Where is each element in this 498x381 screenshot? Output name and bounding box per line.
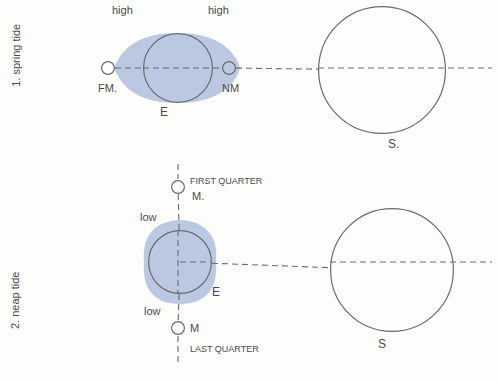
moon-circle-outline bbox=[101, 61, 115, 75]
moon-circle: NM bbox=[222, 61, 236, 75]
earth-circle-outline bbox=[143, 33, 213, 103]
tide-label: low bbox=[144, 305, 161, 318]
moon-circle-shape bbox=[223, 62, 236, 75]
alignment-line bbox=[236, 68, 318, 69]
moon-circle-outline bbox=[171, 321, 185, 335]
moon-circle-shape bbox=[172, 181, 185, 194]
axis-line bbox=[177, 164, 178, 179]
node-label: M. bbox=[192, 190, 204, 203]
section-title: 2. neap tide bbox=[10, 271, 23, 329]
alignment-line bbox=[115, 67, 143, 68]
sun-circle-shape bbox=[319, 7, 446, 134]
moon-circle: FM. bbox=[101, 61, 115, 75]
node-label: S. bbox=[388, 138, 399, 152]
axis-line bbox=[180, 261, 212, 262]
earth-circle: E bbox=[143, 33, 213, 103]
sun-circle-outline bbox=[318, 6, 446, 134]
node-label: FIRST QUARTER bbox=[190, 176, 262, 186]
node-label: E bbox=[212, 286, 220, 300]
node-label: FM. bbox=[98, 82, 117, 95]
section-title: 1. spring tide bbox=[10, 24, 23, 87]
axis-line bbox=[177, 230, 178, 294]
node-label: LAST QUARTER bbox=[190, 344, 259, 354]
node-label: E bbox=[160, 106, 168, 120]
node-label: S bbox=[378, 338, 386, 352]
earth-circle-outline bbox=[148, 230, 212, 294]
alignment-line bbox=[178, 194, 180, 230]
tide-label: high bbox=[208, 4, 229, 17]
moon-circle-shape bbox=[102, 62, 115, 75]
tide-label: low bbox=[140, 211, 157, 224]
tidal-bulge bbox=[114, 33, 240, 103]
alignment-line bbox=[212, 263, 330, 267]
earth-circle-shape bbox=[144, 34, 213, 103]
node-label: NM bbox=[222, 82, 239, 95]
node-label: M bbox=[190, 322, 199, 335]
axis-line bbox=[143, 67, 213, 68]
sun-circle-shape bbox=[331, 209, 454, 332]
moon-circle: FIRST QUARTERM. bbox=[171, 180, 185, 194]
axis-line bbox=[330, 261, 492, 262]
tide-label: high bbox=[112, 4, 133, 17]
alignment-line bbox=[178, 294, 180, 321]
earth-circle: E bbox=[148, 230, 212, 294]
moon-circle-outline bbox=[222, 61, 236, 75]
axis-line bbox=[318, 67, 492, 68]
tidal-bulge bbox=[144, 220, 217, 304]
axis-line bbox=[177, 336, 178, 364]
moon-circle-shape bbox=[172, 322, 185, 335]
alignment-line bbox=[213, 67, 222, 68]
earth-circle-shape bbox=[149, 231, 212, 294]
sun-circle: S. bbox=[318, 6, 446, 134]
moon-circle-outline bbox=[171, 180, 185, 194]
moon-circle: MLAST QUARTER bbox=[171, 321, 185, 335]
sun-circle: S bbox=[330, 208, 454, 332]
sun-circle-outline bbox=[330, 208, 454, 332]
